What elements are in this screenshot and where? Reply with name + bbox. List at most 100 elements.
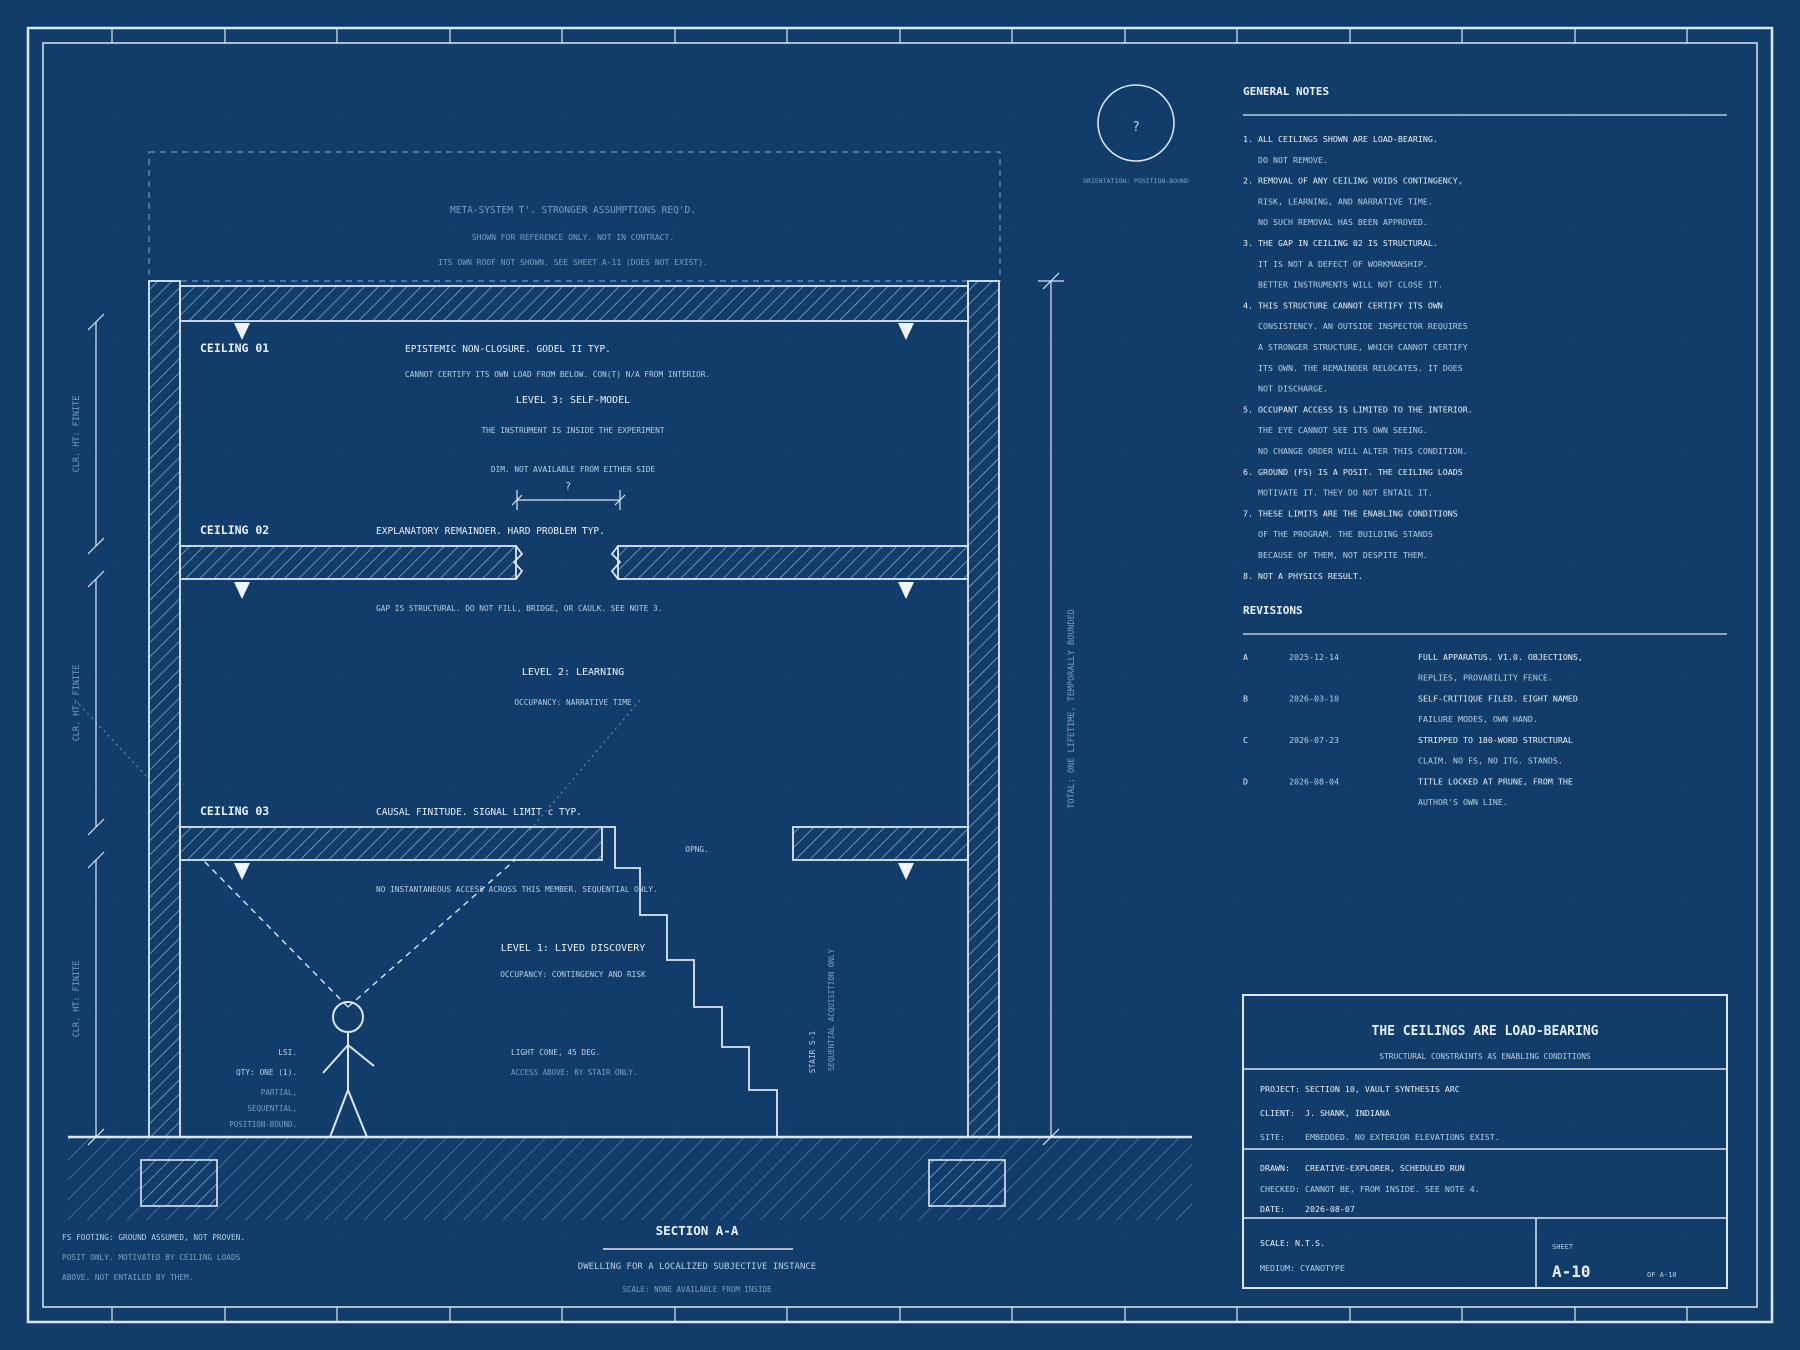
load-triangle [234,582,250,599]
section-scale: SCALE: NONE AVAILABLE FROM INSIDE [622,1285,771,1294]
title-block-sheet-of: OF A-10 [1647,1271,1677,1279]
ceiling-03-title: CAUSAL FINITUDE. SIGNAL LIMIT c TYP. [376,807,582,818]
ceiling-02-title: EXPLANATORY REMAINDER. HARD PROBLEM TYP. [376,526,605,537]
revision-desc: SELF-CRITIQUE FILED. EIGHT NAMED [1418,694,1578,704]
occupant-note-1: LSI. [278,1048,297,1057]
ceiling-01-title: EPISTEMIC NON-CLOSURE. GODEL II TYP. [405,344,611,355]
revision-desc: STRIPPED TO 180-WORD STRUCTURAL [1418,735,1573,745]
light-cone-right [347,859,516,1008]
general-note-line: BECAUSE OF THEM, NOT DESPITE THEM. [1258,550,1428,560]
general-note-line: NO CHANGE ORDER WILL ALTER THIS CONDITIO… [1258,446,1468,456]
footing-note-1: FS FOOTING: GROUND ASSUMED, NOT PROVEN. [62,1233,245,1242]
title-block-sheet-label: SHEET [1552,1243,1574,1251]
general-note-line: 4. THIS STRUCTURE CANNOT CERTIFY ITS OWN [1243,300,1443,310]
total-dim-label: TOTAL: ONE LIFETIME, TEMPORALLY BOUNDED [1067,609,1077,809]
occupant-figure [322,1001,375,1138]
ceiling-03-label: CEILING 03 [200,804,269,818]
revision-letter: C [1243,735,1248,745]
level-3-dim-note: DIM. NOT AVAILABLE FROM EITHER SIDE [491,465,656,474]
revision-letter: A [1243,652,1248,662]
reach-line-right [529,699,641,831]
title-block-medium: MEDIUM: CYANOTYPE [1260,1263,1345,1273]
general-notes-heading: GENERAL NOTES [1243,85,1329,98]
revision-desc-cont: FAILURE MODES, OWN HAND. [1418,714,1538,724]
background-grid [44,44,1756,1306]
ceiling-02-label: CEILING 02 [200,523,269,537]
meta-system-line2: SHOWN FOR REFERENCE ONLY. NOT IN CONTRAC… [472,233,674,242]
general-note-line: 8. NOT A PHYSICS RESULT. [1243,571,1363,581]
revision-date: 2025-12-14 [1289,652,1339,662]
footing-note-3: ABOVE. NOT ENTAILED BY THEM. [62,1273,193,1282]
load-markers [234,323,914,880]
general-note-line: 1. ALL CEILINGS SHOWN ARE LOAD-BEARING. [1243,134,1438,144]
clr-ht-tick [87,818,105,836]
load-triangle [898,582,914,599]
occupant-note-2: QTY: ONE (1). [236,1068,297,1077]
title-block-site: SITE: EMBEDDED. NO EXTERIOR ELEVATIONS E… [1260,1132,1500,1142]
footing-note-2: POSIT ONLY. MOTIVATED BY CEILING LOADS [62,1253,241,1262]
general-note-line: 6. GROUND (FS) IS A POSIT. THE CEILING L… [1243,467,1463,477]
level-2-note: OCCUPANCY: NARRATIVE TIME [514,698,632,707]
clr-ht-tick [87,313,105,331]
footing-left [140,1159,218,1207]
section-title: SECTION A-A [656,1223,739,1238]
revision-date: 2026-08-04 [1289,777,1339,787]
ceiling-02-slab-left [179,545,517,580]
ceiling-03-slab-left [179,826,603,861]
clr-ht-tick [87,1128,105,1146]
revision-desc-cont: REPLIES, PROVABILITY FENCE. [1418,673,1553,683]
revision-desc: TITLE LOCKED AT PRUNE, FROM THE [1418,777,1573,787]
load-triangle [898,323,914,340]
title-block-frame [1242,994,1728,1289]
ceiling-01-label: CEILING 01 [200,341,269,355]
ceiling-02-break-left [512,545,524,580]
meta-system-line1: META-SYSTEM T'. STRONGER ASSUMPTIONS REQ… [450,205,696,216]
load-triangle [898,863,914,880]
total-dim-tick-bottom [1042,1128,1060,1146]
light-cone-left [202,859,349,1008]
title-block-checked: CHECKED: CANNOT BE, FROM INSIDE. SEE NOT… [1260,1184,1480,1194]
occupant-arm-right [347,1044,375,1067]
clr-ht-label-2: CLR. HT: FINITE [72,665,82,742]
revision-desc: FULL APPARATUS. V1.0. OBJECTIONS, [1418,652,1583,662]
opening-label: OPNG. [685,845,708,854]
title-block-subtitle: STRUCTURAL CONSTRAINTS AS ENABLING CONDI… [1379,1052,1591,1061]
load-triangle [234,863,250,880]
total-dim-tick-top [1042,272,1060,290]
ceiling-01-note: CANNOT CERTIFY ITS OWN LOAD FROM BELOW. … [405,370,710,379]
load-triangle [234,323,250,340]
stair-note: SEQUENTIAL ACQUISITION ONLY [827,949,836,1071]
clr-ht-tick [87,570,105,588]
general-note-line: A STRONGER STRUCTURE, WHICH CANNOT CERTI… [1258,342,1468,352]
level3-dim-tick [614,494,626,506]
ceiling-02-break-right [610,545,622,580]
ceiling-02-note: GAP IS STRUCTURAL. DO NOT FILL, BRIDGE, … [376,604,662,613]
level-1-name: LEVEL 1: LIVED DISCOVERY [501,943,646,954]
general-note-line: RISK, LEARNING, AND NARRATIVE TIME. [1258,196,1433,206]
revision-letter: B [1243,694,1248,704]
general-note-line: MOTIVATE IT. THEY DO NOT ENTAIL IT. [1258,488,1433,498]
general-note-line: NOT DISCHARGE. [1258,384,1328,394]
general-note-line: 5. OCCUPANT ACCESS IS LIMITED TO THE INT… [1243,404,1473,414]
compass-symbol: ? [1132,120,1140,135]
ceiling-03-note: NO INSTANTANEOUS ACCESS ACROSS THIS MEMB… [376,885,658,894]
stair-s1 [602,826,778,1137]
occupant-arm-left [322,1044,349,1074]
general-note-line: 3. THE GAP IN CEILING 02 IS STRUCTURAL. [1243,238,1438,248]
light-cone-label: LIGHT CONE, 45 DEG. [511,1048,600,1057]
ceiling-02-slab-right [617,545,969,580]
clear-height-dims [87,313,105,1146]
level-3-dim-value: ? [565,480,572,493]
revision-desc-cont: AUTHOR'S OWN LINE. [1418,797,1508,807]
general-notes-list: 1. ALL CEILINGS SHOWN ARE LOAD-BEARING.D… [1243,134,1473,581]
general-note-line: OF THE PROGRAM. THE BUILDING STANDS [1258,529,1433,539]
revision-letter: D [1243,777,1248,787]
level3-dim-tick [511,494,523,506]
light-cone-access: ACCESS ABOVE: BY STAIR ONLY. [511,1068,637,1077]
ceiling-01-slab [179,285,969,322]
level-3-name: LEVEL 3: SELF-MODEL [516,395,630,406]
revision-date: 2026-03-10 [1289,694,1339,704]
occupant-note-3: PARTIAL, [261,1088,297,1097]
left-wall [148,280,181,1138]
